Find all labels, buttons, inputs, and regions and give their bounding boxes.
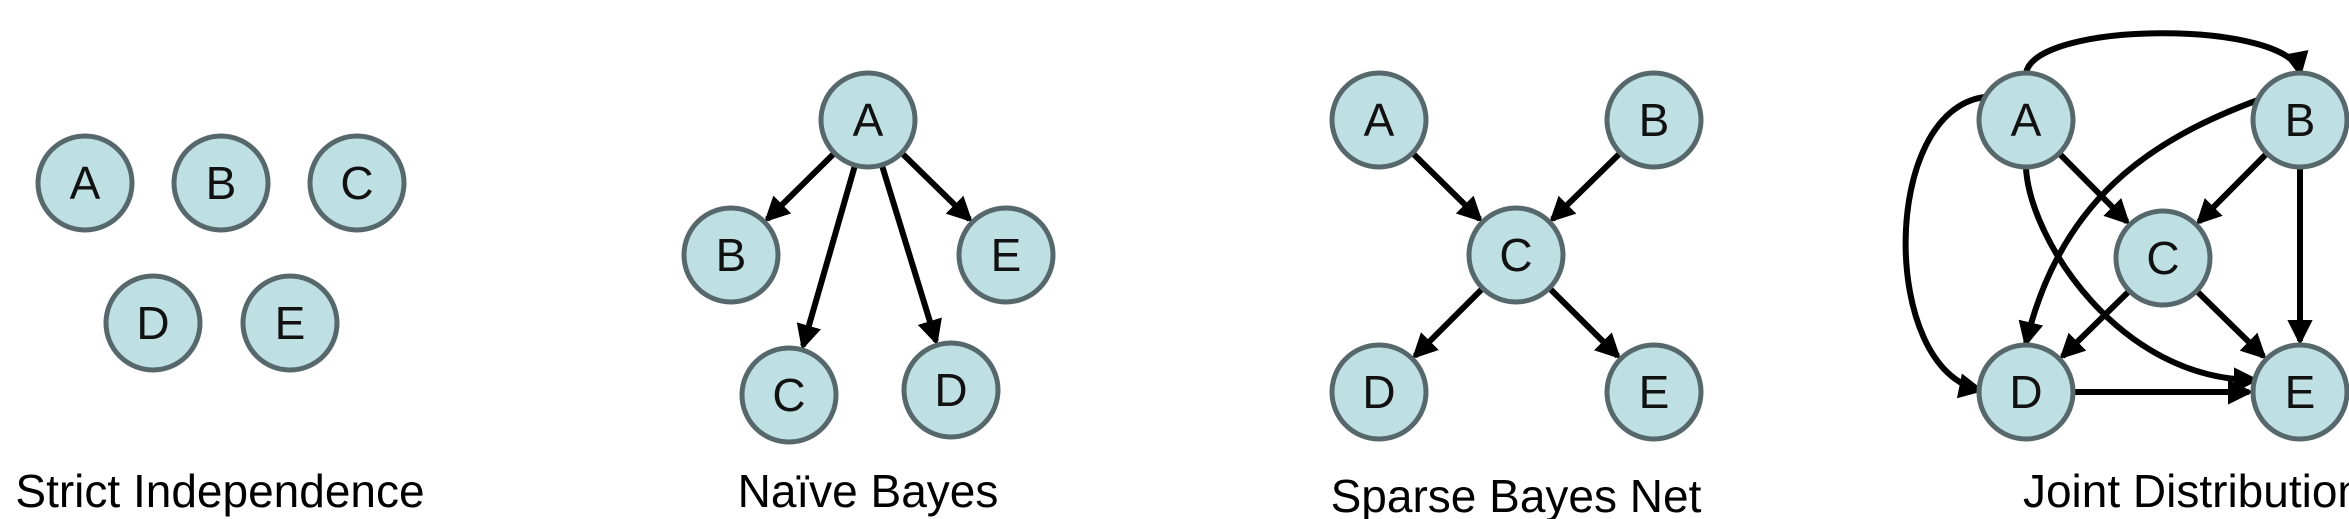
edge-a-to-c <box>2056 151 2131 225</box>
svg-text:C: C <box>1499 229 1532 281</box>
edge-c-to-e <box>2194 288 2267 360</box>
node-e: E <box>240 273 340 373</box>
edge-b-to-c <box>2195 151 2270 225</box>
edge-a-to-d <box>878 164 942 346</box>
edge-a-to-b <box>2023 30 2309 78</box>
caption-strict-independence: Strict Independence <box>15 465 424 517</box>
svg-text:C: C <box>340 157 373 209</box>
node-a: A <box>35 133 135 233</box>
edge-a-to-c <box>1410 150 1483 223</box>
edge-a-to-b <box>764 150 837 223</box>
node-d: D <box>103 273 203 373</box>
edge-b-to-d <box>2018 97 2260 348</box>
node-c: C <box>1466 205 1566 305</box>
svg-text:D: D <box>2009 366 2042 418</box>
node-b: B <box>171 133 271 233</box>
node-c: C <box>2113 208 2213 308</box>
diagram-sparse-bayes-net: A B C D E Sparse Bayes Net <box>1329 70 1704 519</box>
svg-text:D: D <box>136 297 169 349</box>
svg-text:A: A <box>1364 94 1395 146</box>
diagram-joint-distribution: A B C D E Joint Distribution <box>1902 30 2349 517</box>
svg-text:E: E <box>2285 366 2316 418</box>
svg-text:D: D <box>934 364 967 416</box>
edge-b-to-c <box>1549 150 1623 223</box>
node-b: B <box>681 205 781 305</box>
edge-a-to-d <box>1902 94 1986 399</box>
svg-text:E: E <box>275 297 306 349</box>
svg-text:A: A <box>70 157 101 209</box>
svg-text:E: E <box>1639 366 1670 418</box>
svg-text:A: A <box>2011 94 2042 146</box>
edge-c-to-d <box>1412 286 1485 359</box>
node-b: B <box>1604 70 1704 170</box>
svg-text:B: B <box>716 229 747 281</box>
node-b: B <box>2250 70 2349 170</box>
node-a: A <box>818 70 918 170</box>
svg-text:E: E <box>991 229 1022 281</box>
svg-text:B: B <box>1639 94 1670 146</box>
svg-text:C: C <box>772 369 805 421</box>
node-a: A <box>1976 70 2076 170</box>
svg-text:A: A <box>853 94 884 146</box>
node-c: C <box>307 133 407 233</box>
diagram-naive-bayes: A B E C D Naïve Bayes <box>681 70 1056 517</box>
node-e: E <box>2250 342 2349 442</box>
svg-text:B: B <box>206 157 237 209</box>
node-e: E <box>956 205 1056 305</box>
node-d: D <box>1329 342 1429 442</box>
edge-c-to-e <box>1547 285 1621 360</box>
edge-a-to-c <box>796 164 858 351</box>
edge-a-to-e <box>2023 167 2260 393</box>
svg-text:C: C <box>2146 232 2179 284</box>
node-e: E <box>1604 342 1704 442</box>
diagram-strict-independence: A B C D E Strict Independence <box>15 133 425 517</box>
caption-naive-bayes: Naïve Bayes <box>738 465 999 517</box>
svg-text:D: D <box>1362 366 1395 418</box>
caption-joint-distribution: Joint Distribution <box>2023 465 2349 517</box>
svg-text:B: B <box>2285 94 2316 146</box>
caption-sparse-bayes-net: Sparse Bayes Net <box>1331 470 1702 519</box>
node-a: A <box>1329 70 1429 170</box>
edge-c-to-d <box>2059 288 2132 360</box>
edge-a-to-e <box>899 150 973 223</box>
node-c: C <box>739 345 839 445</box>
node-d: D <box>1976 342 2076 442</box>
node-d: D <box>901 340 1001 440</box>
